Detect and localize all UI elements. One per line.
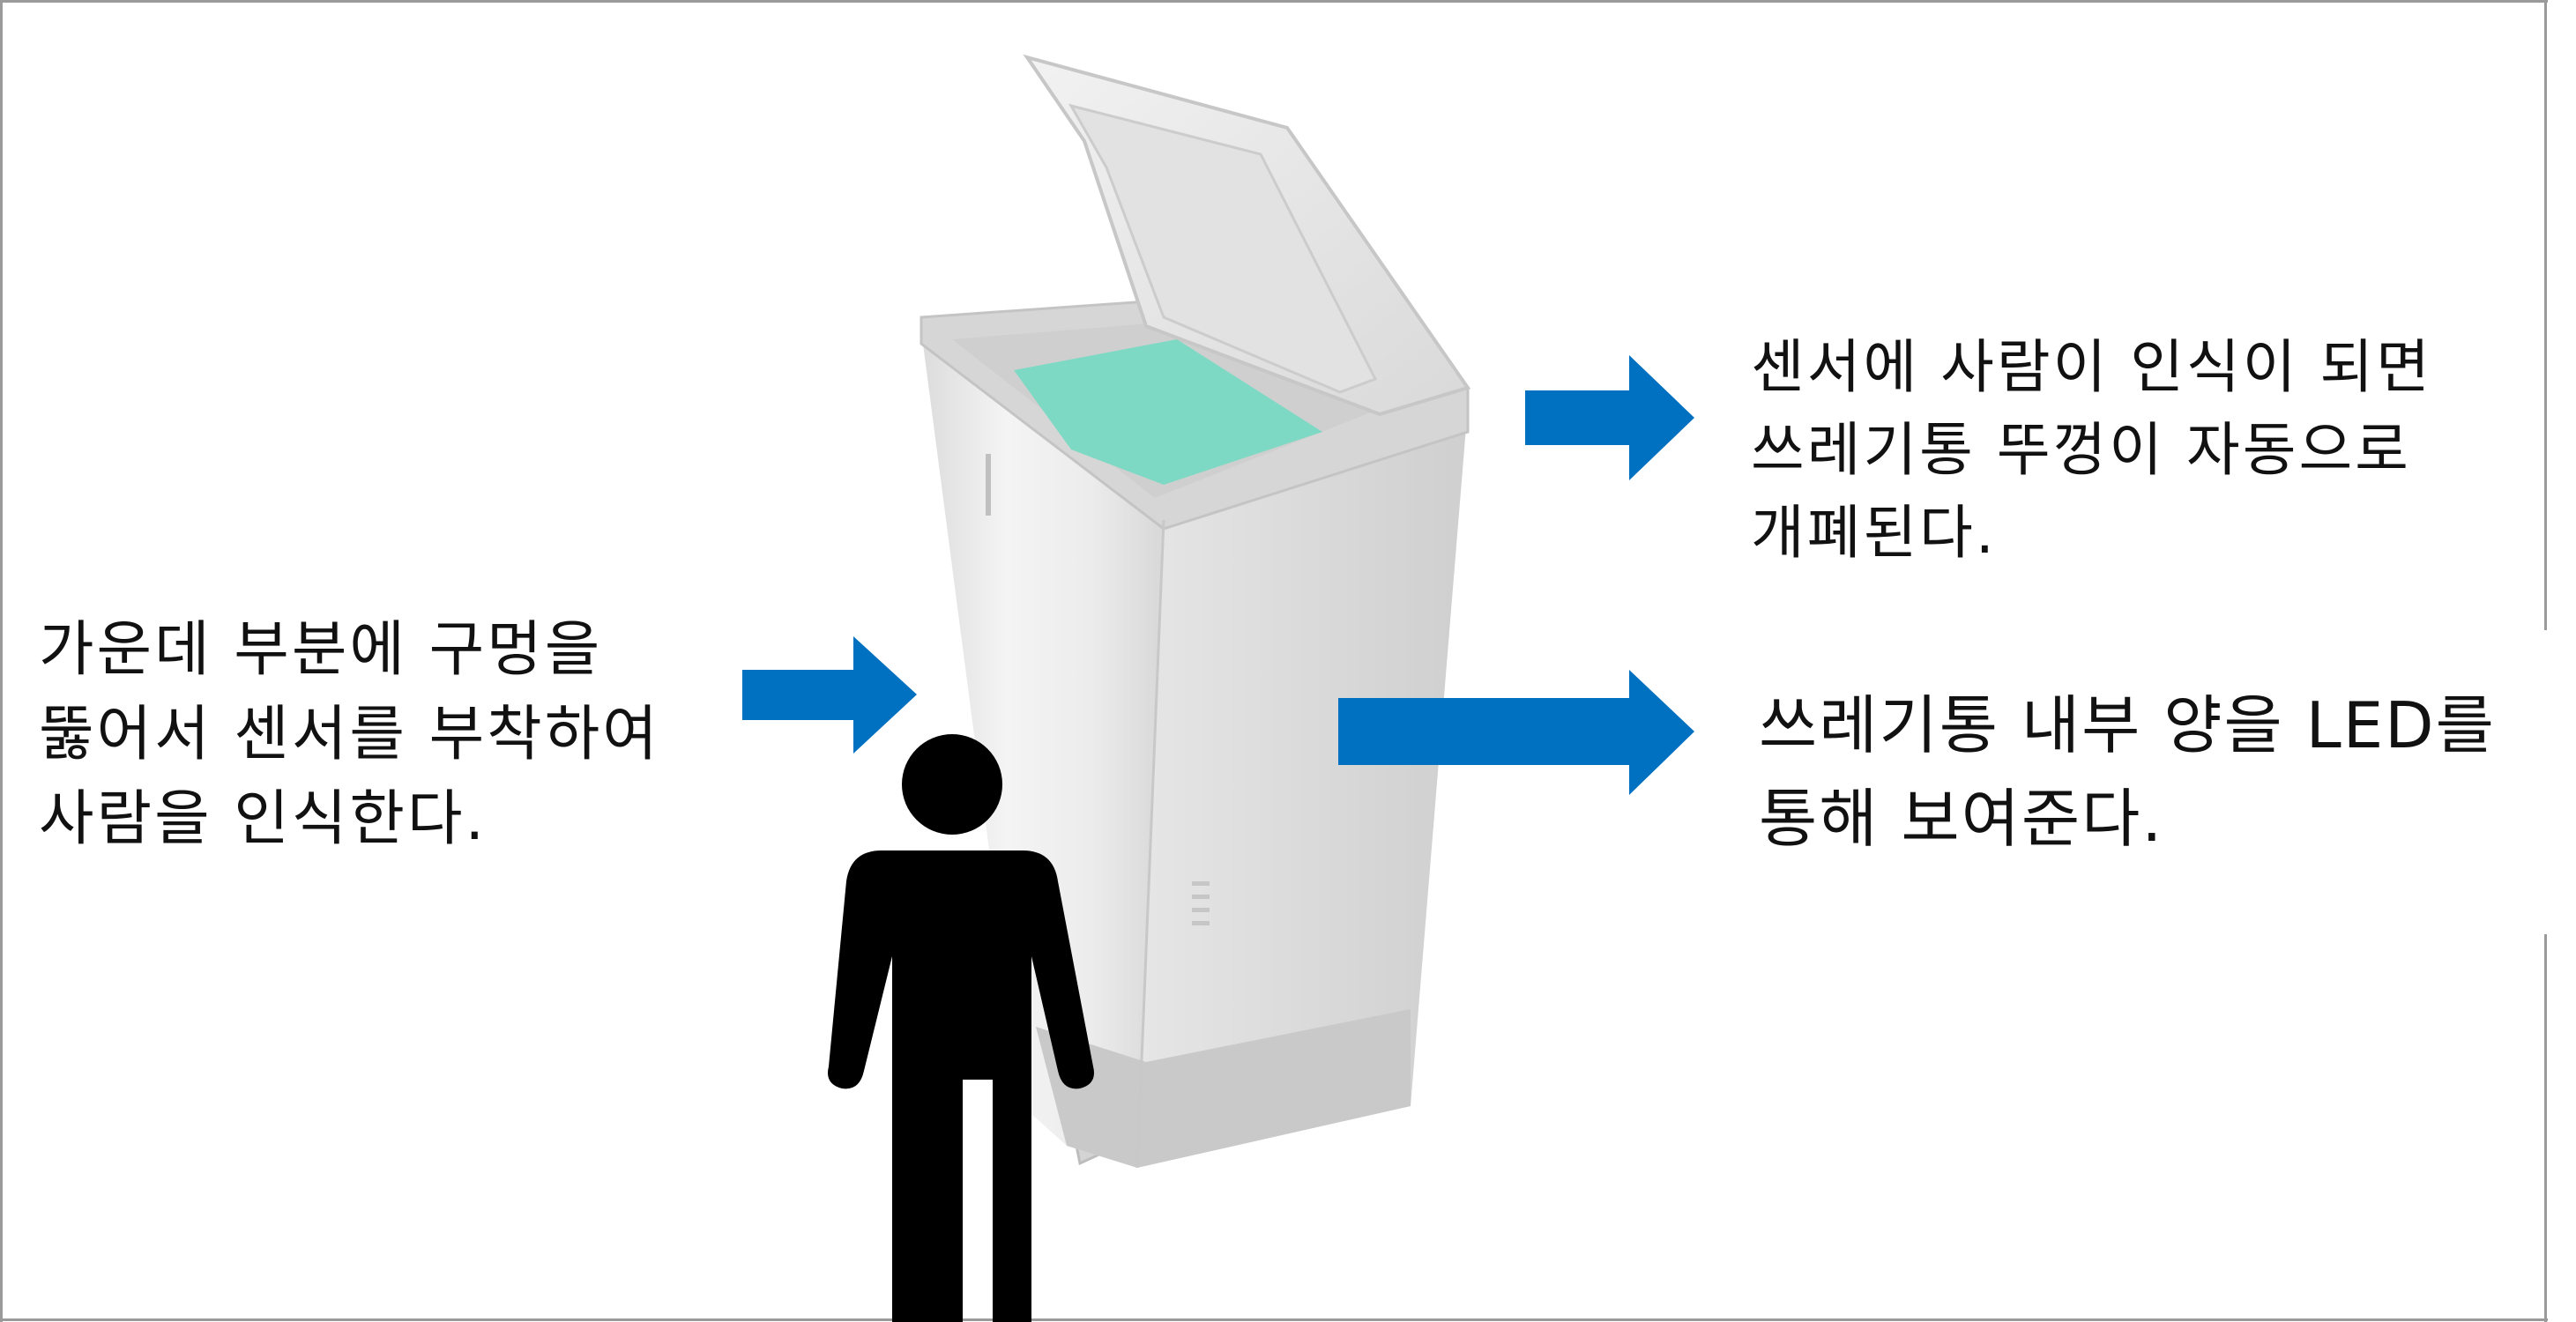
frame-top-border [0, 0, 2548, 3]
bin-front-face [921, 330, 1164, 1168]
led-segment [1192, 908, 1210, 912]
caption-auto-lid: 센서에 사람이 인식이 되면 쓰레기통 뚜껑이 자동으로 개폐된다. [1751, 333, 2432, 567]
bin-base-trim [1036, 1009, 1411, 1168]
person-body [828, 850, 1094, 1322]
led-level-indicator [1192, 881, 1210, 925]
frame-right-border-lower [2544, 934, 2547, 1322]
right-arrow-icon [1338, 670, 1694, 795]
caption-led-fill-level: 쓰레기통 내부 양을 LED를 통해 보여준다. [1759, 688, 2496, 856]
bin-side-face [1137, 405, 1468, 1168]
led-segment [1192, 921, 1210, 925]
caption-sensor-mounting: 가운데 부분에 구멍을 뚫어서 센서를 부착하여 사람을 인식한다. [39, 615, 660, 854]
led-segment [1192, 881, 1210, 886]
frame-left-border [0, 0, 3, 1322]
brand-mark [986, 454, 991, 516]
person-icon [828, 734, 1094, 1322]
bin-edge [1135, 519, 1165, 1169]
right-arrow-icon [1525, 355, 1694, 480]
frame-bottom-border [0, 1318, 2548, 1321]
right-arrow-icon [742, 636, 917, 754]
person-head [902, 734, 1002, 835]
led-segment [1192, 895, 1210, 899]
bin-lid-inner-panel [1068, 103, 1378, 394]
trash-liner [1014, 339, 1322, 485]
smart-trash-can-illustration [919, 54, 1471, 1169]
frame-right-border-upper [2544, 0, 2547, 630]
